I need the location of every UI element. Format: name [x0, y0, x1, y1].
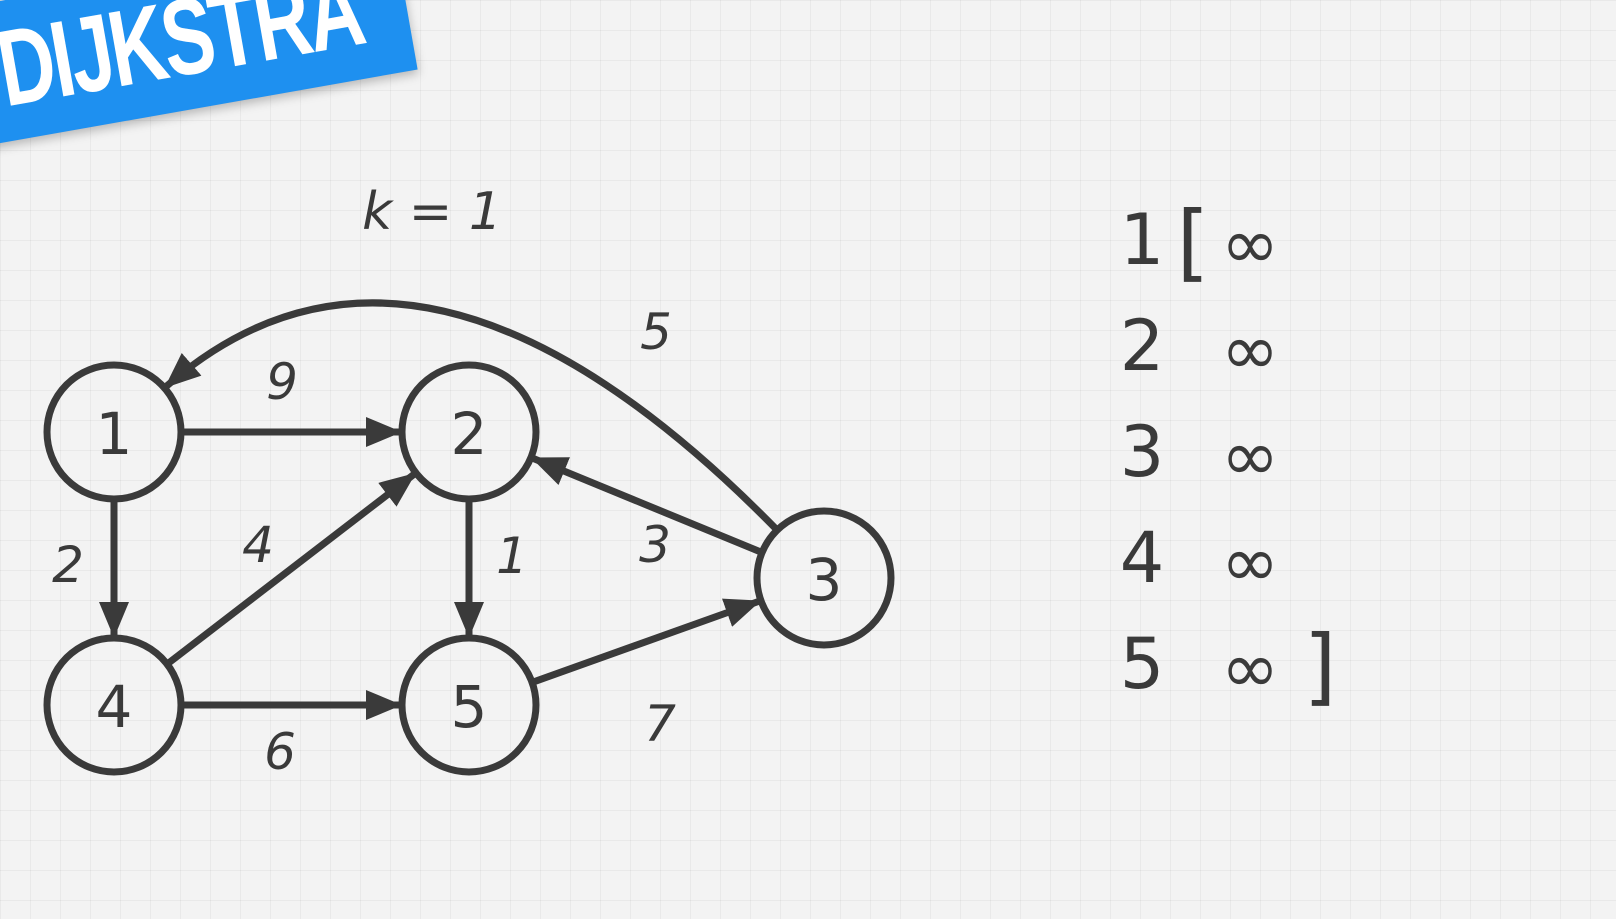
- distance-value-1: ∞: [1221, 203, 1279, 285]
- distance-vertex-4: 4: [1120, 517, 1165, 599]
- node-label-2: 2: [451, 400, 488, 468]
- node-label-3: 3: [806, 546, 843, 614]
- distance-value-4: ∞: [1221, 521, 1279, 603]
- edge-weight-3-1: 5: [640, 303, 672, 361]
- edge-weight-1-4: 2: [52, 536, 84, 594]
- node-5: 5: [398, 634, 540, 776]
- node-2: 2: [398, 361, 540, 503]
- node-3: 3: [753, 507, 895, 649]
- node-circle-4: [43, 634, 185, 776]
- edge-3-to-1: [163, 299, 780, 533]
- close-bracket: ]: [1304, 617, 1337, 715]
- distance-table: 1∞2∞3∞4∞5∞[]: [1120, 193, 1337, 715]
- node-1: 1: [43, 361, 185, 503]
- node-circle-3: [753, 507, 895, 649]
- distance-vertex-5: 5: [1120, 623, 1165, 705]
- node-label-4: 4: [96, 673, 133, 741]
- edge-weight-2-5: 1: [496, 527, 528, 585]
- iteration-label: k = 1: [362, 182, 502, 242]
- distance-vertex-3: 3: [1120, 411, 1165, 493]
- edge-5-to-3: [530, 597, 761, 686]
- edge-weight-3-2: 3: [639, 516, 671, 574]
- edge-3-to-2: [530, 455, 764, 556]
- distance-vertex-1: 1: [1120, 199, 1165, 281]
- edge-4-to-2: [164, 471, 417, 667]
- open-bracket: [: [1177, 193, 1210, 291]
- edge-weight-4-5: 6: [264, 723, 296, 781]
- edge-weight-4-2: 4: [242, 516, 274, 574]
- edges: 9 2 4 1 6 3 7 5: [52, 299, 780, 781]
- edge-weight-1-2: 9: [266, 353, 298, 411]
- nodes: 1 2 3 4 5: [43, 361, 895, 776]
- distance-value-3: ∞: [1221, 415, 1279, 497]
- edge-weight-5-3: 7: [644, 695, 676, 753]
- node-label-1: 1: [96, 400, 133, 468]
- node-circle-5: [398, 634, 540, 776]
- node-circle-2: [398, 361, 540, 503]
- distance-value-5: ∞: [1221, 627, 1279, 709]
- distance-value-2: ∞: [1221, 309, 1279, 391]
- node-circle-1: [43, 361, 185, 503]
- node-4: 4: [43, 634, 185, 776]
- distance-vertex-2: 2: [1120, 305, 1165, 387]
- node-label-5: 5: [451, 673, 488, 741]
